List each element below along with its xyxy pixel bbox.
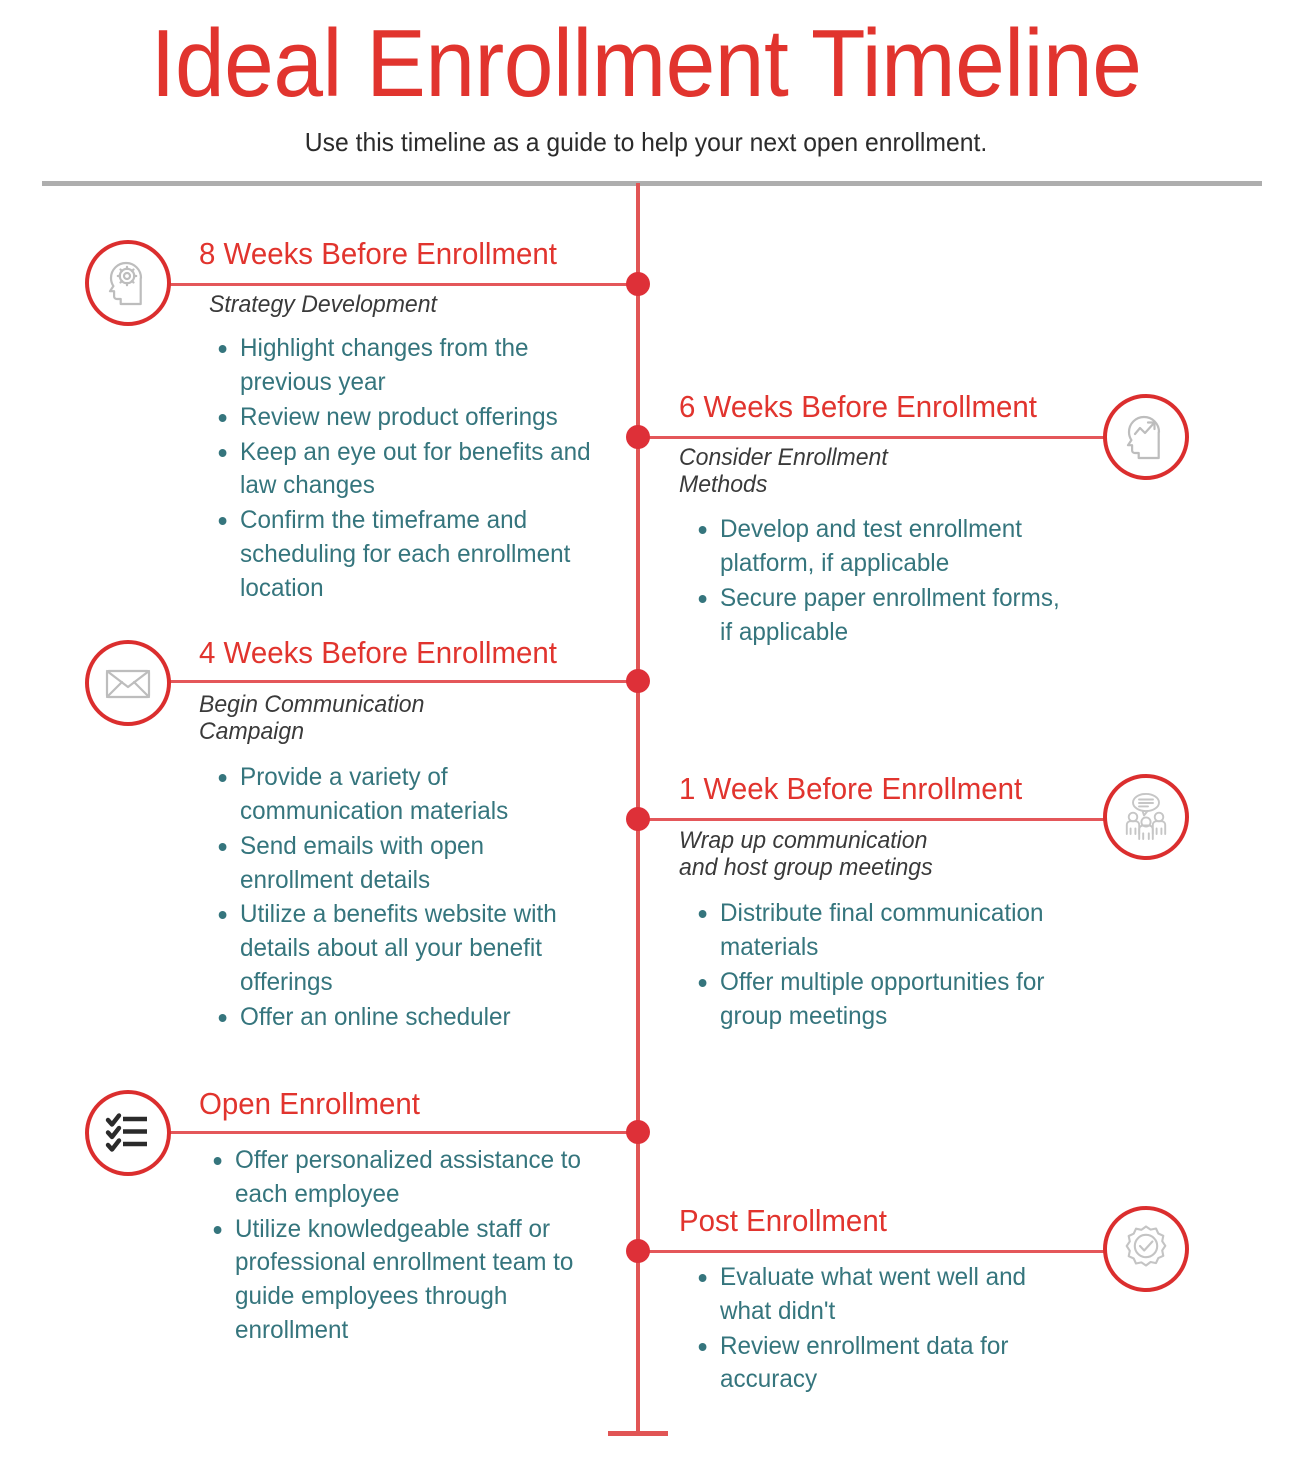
entry-bullet-list: Distribute final communication materials… [689,897,1079,1033]
entry-bullet-list: Provide a variety of communication mater… [209,761,599,1034]
timeline-entry-post-enrollment: Post Enrollment Evaluate what went well … [679,1203,1079,1398]
entry-subheading: Wrap up communication and host group mee… [679,827,933,882]
timeline-end-cap [608,1431,668,1436]
entry-subheading: Consider Enrollment Methods [679,444,888,499]
list-item: Evaluate what went well and what didn't [689,1261,1067,1329]
connector-line-6-weeks [638,436,1108,439]
list-item: Utilize a benefits website with details … [209,898,587,999]
connector-line-8-weeks [170,283,640,286]
connector-line-post-enrollment [638,1250,1108,1253]
entry-subheading: Strategy Development [209,291,437,319]
list-item: Offer multiple opportunities for group m… [689,966,1067,1034]
envelope-icon [85,640,171,726]
gear-check-icon-glyph [1125,1225,1167,1267]
page-title: Ideal Enrollment Timeline [150,10,1142,117]
list-item: Confirm the timeframe and scheduling for… [209,504,607,605]
entry-bullet-list: Develop and test enrollment platform, if… [689,513,1079,649]
group-meeting-icon-glyph [1125,792,1167,840]
page-subtitle: Use this timeline as a guide to help you… [304,126,988,157]
list-item: Review enrollment data for accuracy [689,1330,1067,1398]
entry-subheading: Begin Communication Campaign [199,691,425,746]
list-item: Offer personalized assistance to each em… [204,1144,597,1212]
list-item: Keep an eye out for benefits and law cha… [209,436,607,504]
entry-bullet-list: Highlight changes from the previous year… [209,332,619,605]
header-divider [42,181,1262,186]
connector-line-1-week [638,818,1108,821]
timeline-node-8-weeks [626,272,650,296]
entry-heading: Open Enrollment [199,1086,420,1121]
checklist-icon-glyph [105,1113,147,1152]
head-trend-arrow-icon-glyph [1126,415,1161,460]
list-item: Utilize knowledgeable staff or professio… [204,1213,597,1348]
entry-heading: 8 Weeks Before Enrollment [199,236,557,271]
list-item: Send emails with open enrollment details [209,830,587,898]
head-gear-icon [85,240,171,326]
list-item: Develop and test enrollment platform, if… [689,513,1067,581]
list-item: Distribute final communication materials [689,897,1067,965]
connector-line-open-enrollment [170,1131,640,1134]
list-item: Review new product offerings [209,401,607,435]
head-gear-icon-glyph [108,261,143,306]
connector-line-4-weeks [170,680,640,683]
group-meeting-icon [1103,774,1189,860]
gear-check-icon [1103,1206,1189,1292]
timeline-node-6-weeks [626,425,650,449]
list-item: Secure paper enrollment forms, if applic… [689,582,1067,650]
list-item: Provide a variety of communication mater… [209,761,587,829]
header: Ideal Enrollment Timeline Use this timel… [0,0,1292,156]
head-trend-arrow-icon [1103,394,1189,480]
list-item: Highlight changes from the previous year [209,332,607,400]
entry-heading: Post Enrollment [679,1203,887,1238]
timeline-entry-open-enrollment: Open Enrollment Offer personalized assis… [199,1086,609,1349]
entry-heading: 1 Week Before Enrollment [679,771,1023,806]
timeline-entry-1-week: 1 Week Before Enrollment Wrap up communi… [679,771,1079,1034]
timeline-entry-6-weeks: 6 Weeks Before Enrollment Consider Enrol… [679,389,1079,650]
timeline-node-1-week [626,807,650,831]
timeline-node-open-enrollment [626,1120,650,1144]
entry-bullet-list: Evaluate what went well and what didn't … [689,1261,1079,1397]
timeline-node-4-weeks [626,669,650,693]
entry-heading: 6 Weeks Before Enrollment [679,389,1037,424]
entry-heading: 4 Weeks Before Enrollment [199,635,557,670]
list-item: Offer an online scheduler [209,1001,587,1035]
envelope-icon-glyph [105,669,151,699]
timeline-node-post-enrollment [626,1239,650,1263]
checklist-icon [85,1090,171,1176]
timeline-entry-4-weeks: 4 Weeks Before Enrollment Begin Communic… [199,635,599,1035]
timeline-entry-8-weeks: 8 Weeks Before Enrollment Strategy Devel… [199,236,619,606]
entry-bullet-list: Offer personalized assistance to each em… [204,1144,609,1348]
